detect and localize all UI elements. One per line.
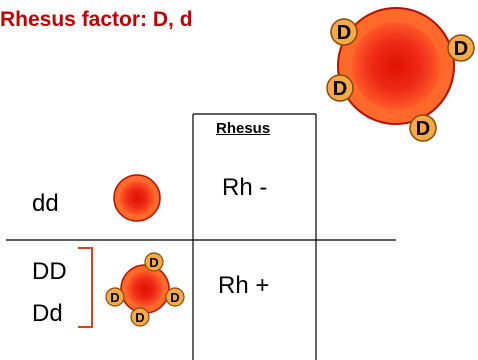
svg-text:D: D	[416, 118, 430, 140]
genotype-label: DD	[32, 258, 67, 285]
antigen-d-icon: D	[409, 114, 437, 142]
page-title: Rhesus factor: D, d	[0, 8, 193, 31]
antigen-d-icon: D	[130, 307, 150, 327]
svg-text:D: D	[135, 310, 144, 325]
svg-text:D: D	[337, 22, 351, 44]
svg-text:D: D	[333, 78, 347, 100]
svg-text:D: D	[454, 38, 468, 60]
genotype-label: Dd	[32, 300, 63, 327]
phenotype-label: Rh +	[218, 272, 270, 299]
column-header-rhesus: Rhesus	[216, 120, 271, 137]
svg-text:D: D	[110, 290, 119, 305]
svg-text:D: D	[149, 255, 158, 270]
antigen-d-icon: D	[165, 287, 185, 307]
genotype-label: dd	[32, 190, 59, 217]
antigen-d-icon: D	[330, 18, 358, 46]
antigen-d-icon: D	[144, 252, 164, 272]
large-rbc-with-antigens: D D D D	[326, 7, 475, 142]
antigen-d-icon: D	[447, 34, 475, 62]
antigen-d-icon: D	[105, 287, 125, 307]
rbc-without-antigens	[113, 174, 161, 222]
genotype-bracket	[78, 247, 93, 328]
svg-text:D: D	[170, 290, 179, 305]
rbc-with-antigens: D D D D	[105, 252, 185, 327]
antigen-d-icon: D	[326, 74, 354, 102]
phenotype-label: Rh -	[222, 174, 268, 201]
